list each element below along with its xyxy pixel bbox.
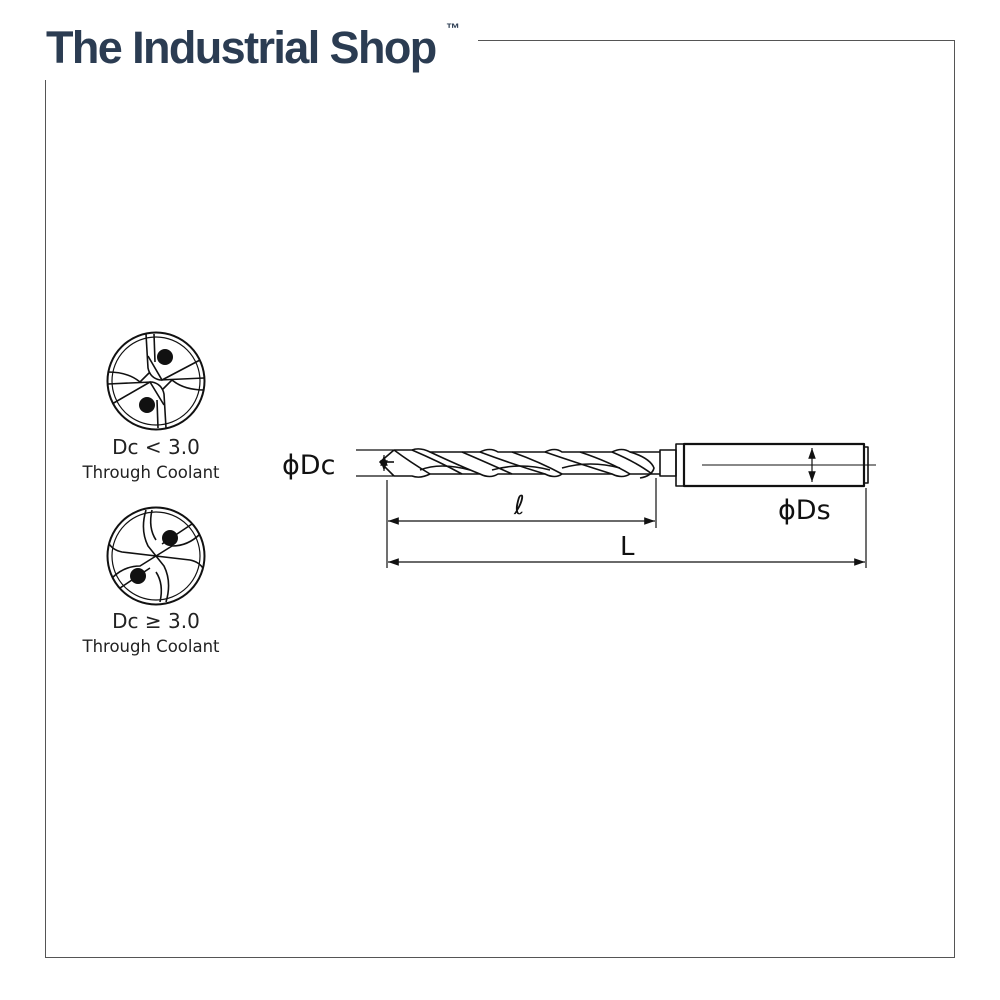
dc-dimension	[356, 449, 394, 477]
cross-section-1-condition: Dc < 3.0	[112, 435, 200, 459]
coolant-hole-icon	[157, 349, 173, 365]
dc-label: ϕDc	[282, 450, 335, 481]
image-frame	[45, 40, 955, 958]
overall-length-label: L	[620, 532, 635, 562]
coolant-hole-icon	[130, 568, 146, 584]
cross-section-2-condition: Dc ≥ 3.0	[112, 609, 200, 633]
brand-title: The Industrial Shop	[46, 22, 437, 73]
ds-label: ϕDs	[778, 495, 831, 526]
cross-section-small-dc	[106, 331, 206, 431]
flute-length-dimension	[386, 478, 657, 568]
trademark-symbol: ™	[446, 20, 460, 36]
drill-outline	[379, 442, 869, 488]
cross-section-1-description: Through Coolant	[82, 463, 220, 482]
title-background	[38, 10, 478, 80]
coolant-hole-icon	[139, 397, 155, 413]
flute-length-label: ℓ	[513, 491, 525, 521]
coolant-hole-icon	[162, 530, 178, 546]
cross-section-2-description: Through Coolant	[82, 637, 220, 656]
cross-section-large-dc	[106, 506, 206, 606]
overall-length-dimension	[388, 488, 867, 568]
